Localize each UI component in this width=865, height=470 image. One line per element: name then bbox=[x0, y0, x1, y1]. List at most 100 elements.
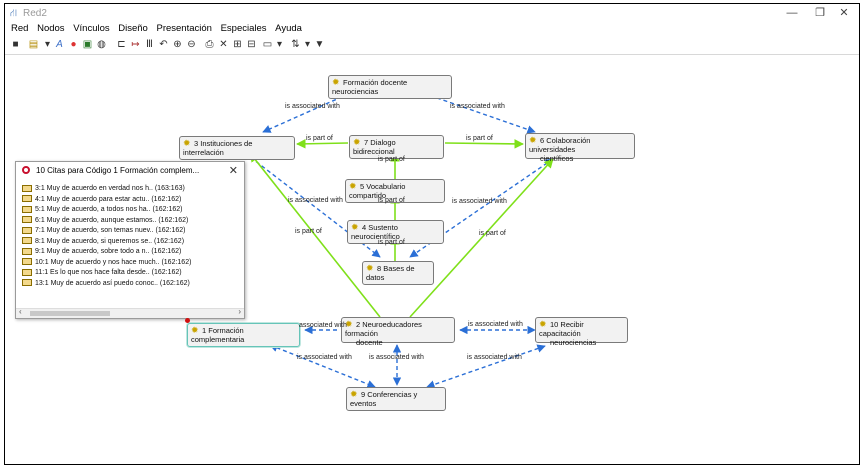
edge-label-assoc-9: is associated with bbox=[467, 354, 522, 361]
new-node-icon[interactable]: ⊏ bbox=[117, 39, 126, 50]
list-item[interactable]: 11:1 Es lo que nos hace falta desde.. (1… bbox=[22, 268, 238, 279]
zoom-in-icon[interactable]: ⊕ bbox=[173, 39, 182, 50]
list-item[interactable]: 10:1 Muy de acuerdo y nos hace much.. (1… bbox=[22, 258, 238, 269]
code-icon: ✹ bbox=[351, 222, 359, 232]
save-icon[interactable]: ■ bbox=[12, 39, 19, 50]
scroll-left-icon[interactable]: ‹ bbox=[19, 307, 22, 316]
quotation-list: 3:1 Muy de acuerdo en verdad nos h.. (16… bbox=[22, 184, 238, 289]
document-icon bbox=[22, 268, 32, 276]
list-item-label: 3:1 Muy de acuerdo en verdad nos h.. (16… bbox=[35, 185, 185, 192]
menu-red[interactable]: Red bbox=[11, 23, 29, 34]
node-formacion-docente[interactable]: ✹Formación docente neurociencias bbox=[328, 75, 452, 99]
node-formacion-complementaria[interactable]: ✹1 Formación complementaria bbox=[187, 323, 300, 347]
layout-icon[interactable]: ▤ bbox=[28, 39, 39, 50]
grid-icon[interactable]: Ⅲ bbox=[146, 39, 153, 50]
red-handle-dot[interactable] bbox=[185, 318, 190, 323]
color-icon[interactable]: ● bbox=[70, 39, 77, 50]
link-icon[interactable]: ↦ bbox=[131, 39, 140, 50]
document-icon bbox=[22, 195, 32, 203]
node-conferencias[interactable]: ✹9 Conferencias y eventos bbox=[346, 387, 446, 411]
menu-especiales[interactable]: Especiales bbox=[220, 23, 267, 34]
list-item-label: 7:1 Muy de acuerdo, son temas nuev.. (16… bbox=[35, 227, 186, 234]
edge-capacitacion-conferencias bbox=[426, 344, 546, 389]
edge-label-assoc-4: is associated with bbox=[452, 198, 507, 205]
code-icon: ✹ bbox=[191, 325, 199, 335]
menu-ayuda[interactable]: Ayuda bbox=[275, 23, 302, 34]
list-item-label: 8:1 Muy de acuerdo, si queremos se.. (16… bbox=[35, 237, 185, 245]
node-label: 2 Neuroeducadores formación bbox=[345, 320, 422, 338]
node-label: 10 Recibir capacitación bbox=[539, 320, 584, 338]
quotation-icon bbox=[22, 166, 30, 174]
filter-icon[interactable]: ▼ bbox=[314, 39, 325, 50]
edge-label-assoc-5: associated with bbox=[299, 322, 347, 329]
quotations-panel: 10 Citas para Código 1 Formación complem… bbox=[15, 161, 245, 319]
panel-header: 10 Citas para Código 1 Formación complem… bbox=[16, 162, 244, 180]
node-label: 8 Bases de datos bbox=[366, 264, 415, 282]
dropdown-2-icon[interactable]: ▾ bbox=[276, 39, 283, 50]
menu-nodos[interactable]: Nodos bbox=[37, 23, 65, 34]
menu-diseno[interactable]: Diseño bbox=[118, 23, 148, 34]
scroll-right-icon[interactable]: › bbox=[238, 307, 241, 316]
node-label: 4 Sustento neurocientífico bbox=[351, 223, 400, 241]
picture-icon[interactable]: ▣ bbox=[82, 39, 93, 50]
edge-label-part-3: is part of bbox=[378, 156, 405, 163]
edge-label-assoc-6: is associated with bbox=[468, 321, 523, 328]
font-icon[interactable]: A bbox=[56, 39, 63, 50]
edge-label-assoc-7: is associated with bbox=[297, 354, 352, 361]
node-label: 7 Dialogo bidireccional bbox=[353, 138, 396, 156]
code-icon: ✹ bbox=[539, 319, 547, 329]
list-item[interactable]: 8:1 Muy de acuerdo, si queremos se.. (16… bbox=[22, 237, 238, 248]
node-dialogo[interactable]: ✹7 Dialogo bidireccional bbox=[349, 135, 444, 159]
view-icon[interactable]: ▭ bbox=[262, 39, 273, 50]
node-neuroeducadores[interactable]: ✹2 Neuroeducadores formación docente bbox=[341, 317, 455, 347]
list-item[interactable]: 9:1 Muy de acuerdo, sobre todo a n.. (16… bbox=[22, 247, 238, 258]
menu-vinculos[interactable]: Vínculos bbox=[73, 23, 110, 34]
print-icon[interactable]: ⎙ bbox=[205, 39, 214, 50]
undo-icon[interactable]: ↶ bbox=[159, 39, 168, 50]
node-vocabulario[interactable]: ✹5 Vocabulario compartido bbox=[345, 179, 445, 203]
edge-label-part-1: is part of bbox=[306, 135, 333, 142]
menu-presentacion[interactable]: Presentación bbox=[156, 23, 212, 34]
panel-title: 10 Citas para Código 1 Formación complem… bbox=[36, 166, 200, 175]
list-item[interactable]: 4:1 Muy de acuerdo para estar actu.. (16… bbox=[22, 195, 238, 206]
edge-label-part-7: is part of bbox=[479, 230, 506, 237]
list-item[interactable]: 3:1 Muy de acuerdo en verdad nos h.. (16… bbox=[22, 184, 238, 195]
delete-icon[interactable]: ✕ bbox=[219, 39, 228, 50]
horizontal-scrollbar[interactable]: ‹ › bbox=[16, 307, 244, 318]
list-item-label: 10:1 Muy de acuerdo y nos hace much.. (1… bbox=[35, 258, 192, 266]
minimize-button[interactable]: — bbox=[786, 7, 798, 19]
zoom-out-icon[interactable]: ⊖ bbox=[187, 39, 196, 50]
edge-label-part-5: is part of bbox=[378, 239, 405, 246]
arrange-icon[interactable]: ⊞ bbox=[233, 39, 242, 50]
maximize-button[interactable]: ❐ bbox=[815, 7, 825, 19]
dropdown-icon[interactable]: ▾ bbox=[44, 39, 51, 50]
dropdown-3-icon[interactable]: ▾ bbox=[304, 39, 311, 50]
node-label-line2: científicos bbox=[540, 154, 574, 163]
list-item[interactable]: 13:1 Muy de acuerdo así puedo conoc.. (1… bbox=[22, 279, 238, 290]
document-icon bbox=[22, 205, 32, 213]
list-item[interactable]: 6:1 Muy de acuerdo, aunque estamos.. (16… bbox=[22, 216, 238, 227]
edge-formacion-conferencias bbox=[269, 343, 376, 389]
list-item[interactable]: 5:1 Muy de acuerdo, a todos nos ha.. (16… bbox=[22, 205, 238, 216]
document-icon bbox=[22, 247, 32, 255]
arrange-2-icon[interactable]: ⊟ bbox=[247, 39, 256, 50]
node-colaboracion[interactable]: ✹6 Colaboración universidades científico… bbox=[525, 133, 635, 163]
node-label: 5 Vocabulario compartido bbox=[349, 182, 406, 200]
node-bases[interactable]: ✹8 Bases de datos bbox=[362, 261, 434, 285]
comment-icon[interactable]: ◍ bbox=[97, 39, 106, 50]
node-sustento[interactable]: ✹4 Sustento neurocientífico bbox=[347, 220, 444, 244]
window-title: Red2 bbox=[23, 8, 47, 19]
panel-close-button[interactable]: ✕ bbox=[228, 165, 238, 177]
node-instituciones[interactable]: ✹3 Instituciones de interrelación bbox=[179, 136, 295, 160]
code-icon: ✹ bbox=[353, 137, 361, 147]
close-button[interactable]: ✕ bbox=[839, 7, 849, 19]
node-label: 6 Colaboración universidades bbox=[529, 136, 591, 154]
node-label: 9 Conferencias y eventos bbox=[350, 390, 418, 408]
edge-neuro-colaboracion bbox=[409, 158, 554, 318]
network-canvas[interactable]: ✹Formación docente neurociencias ✹3 Inst… bbox=[5, 55, 859, 464]
edge-label-assoc-3: is associated with bbox=[288, 197, 343, 204]
scrollbar-thumb[interactable] bbox=[30, 311, 110, 316]
node-capacitacion[interactable]: ✹10 Recibir capacitación neurociencias bbox=[535, 317, 628, 347]
sort-icon[interactable]: ⇅ bbox=[291, 39, 300, 50]
list-item[interactable]: 7:1 Muy de acuerdo, son temas nuev.. (16… bbox=[22, 226, 238, 237]
